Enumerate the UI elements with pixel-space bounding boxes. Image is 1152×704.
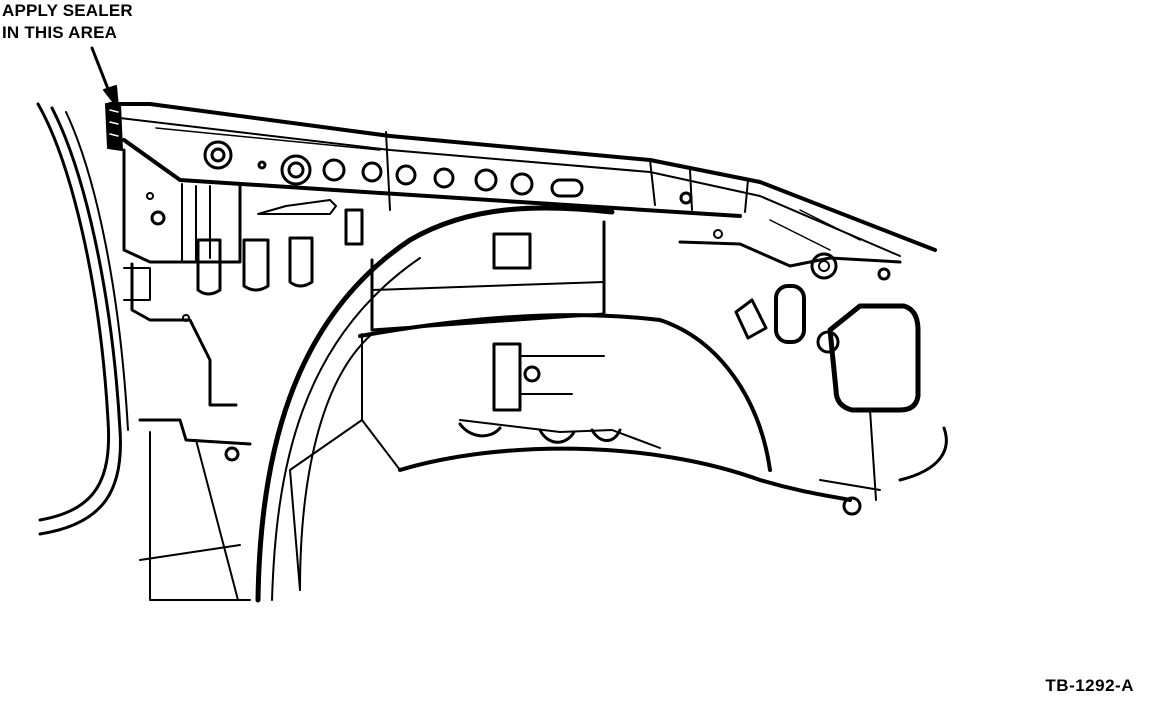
- sealer-area: [105, 103, 123, 151]
- callout-line-2: IN THIS AREA: [2, 23, 118, 42]
- rail-holes: [203, 140, 693, 205]
- a-pillar: [36, 102, 129, 536]
- upper-rail: [108, 102, 937, 257]
- inner-panel-left: [122, 148, 364, 407]
- figure-id-label: TB-1292-A: [1045, 676, 1134, 695]
- sealer-leader-arrow: [90, 46, 119, 109]
- wheelhouse-arch: [138, 205, 615, 603]
- inner-wheelhouse: [289, 220, 852, 591]
- front-apron-right: [678, 209, 948, 516]
- callout-line-1: APPLY SEALER: [2, 1, 133, 20]
- sealer-callout-label: APPLY SEALER IN THIS AREA: [2, 0, 133, 44]
